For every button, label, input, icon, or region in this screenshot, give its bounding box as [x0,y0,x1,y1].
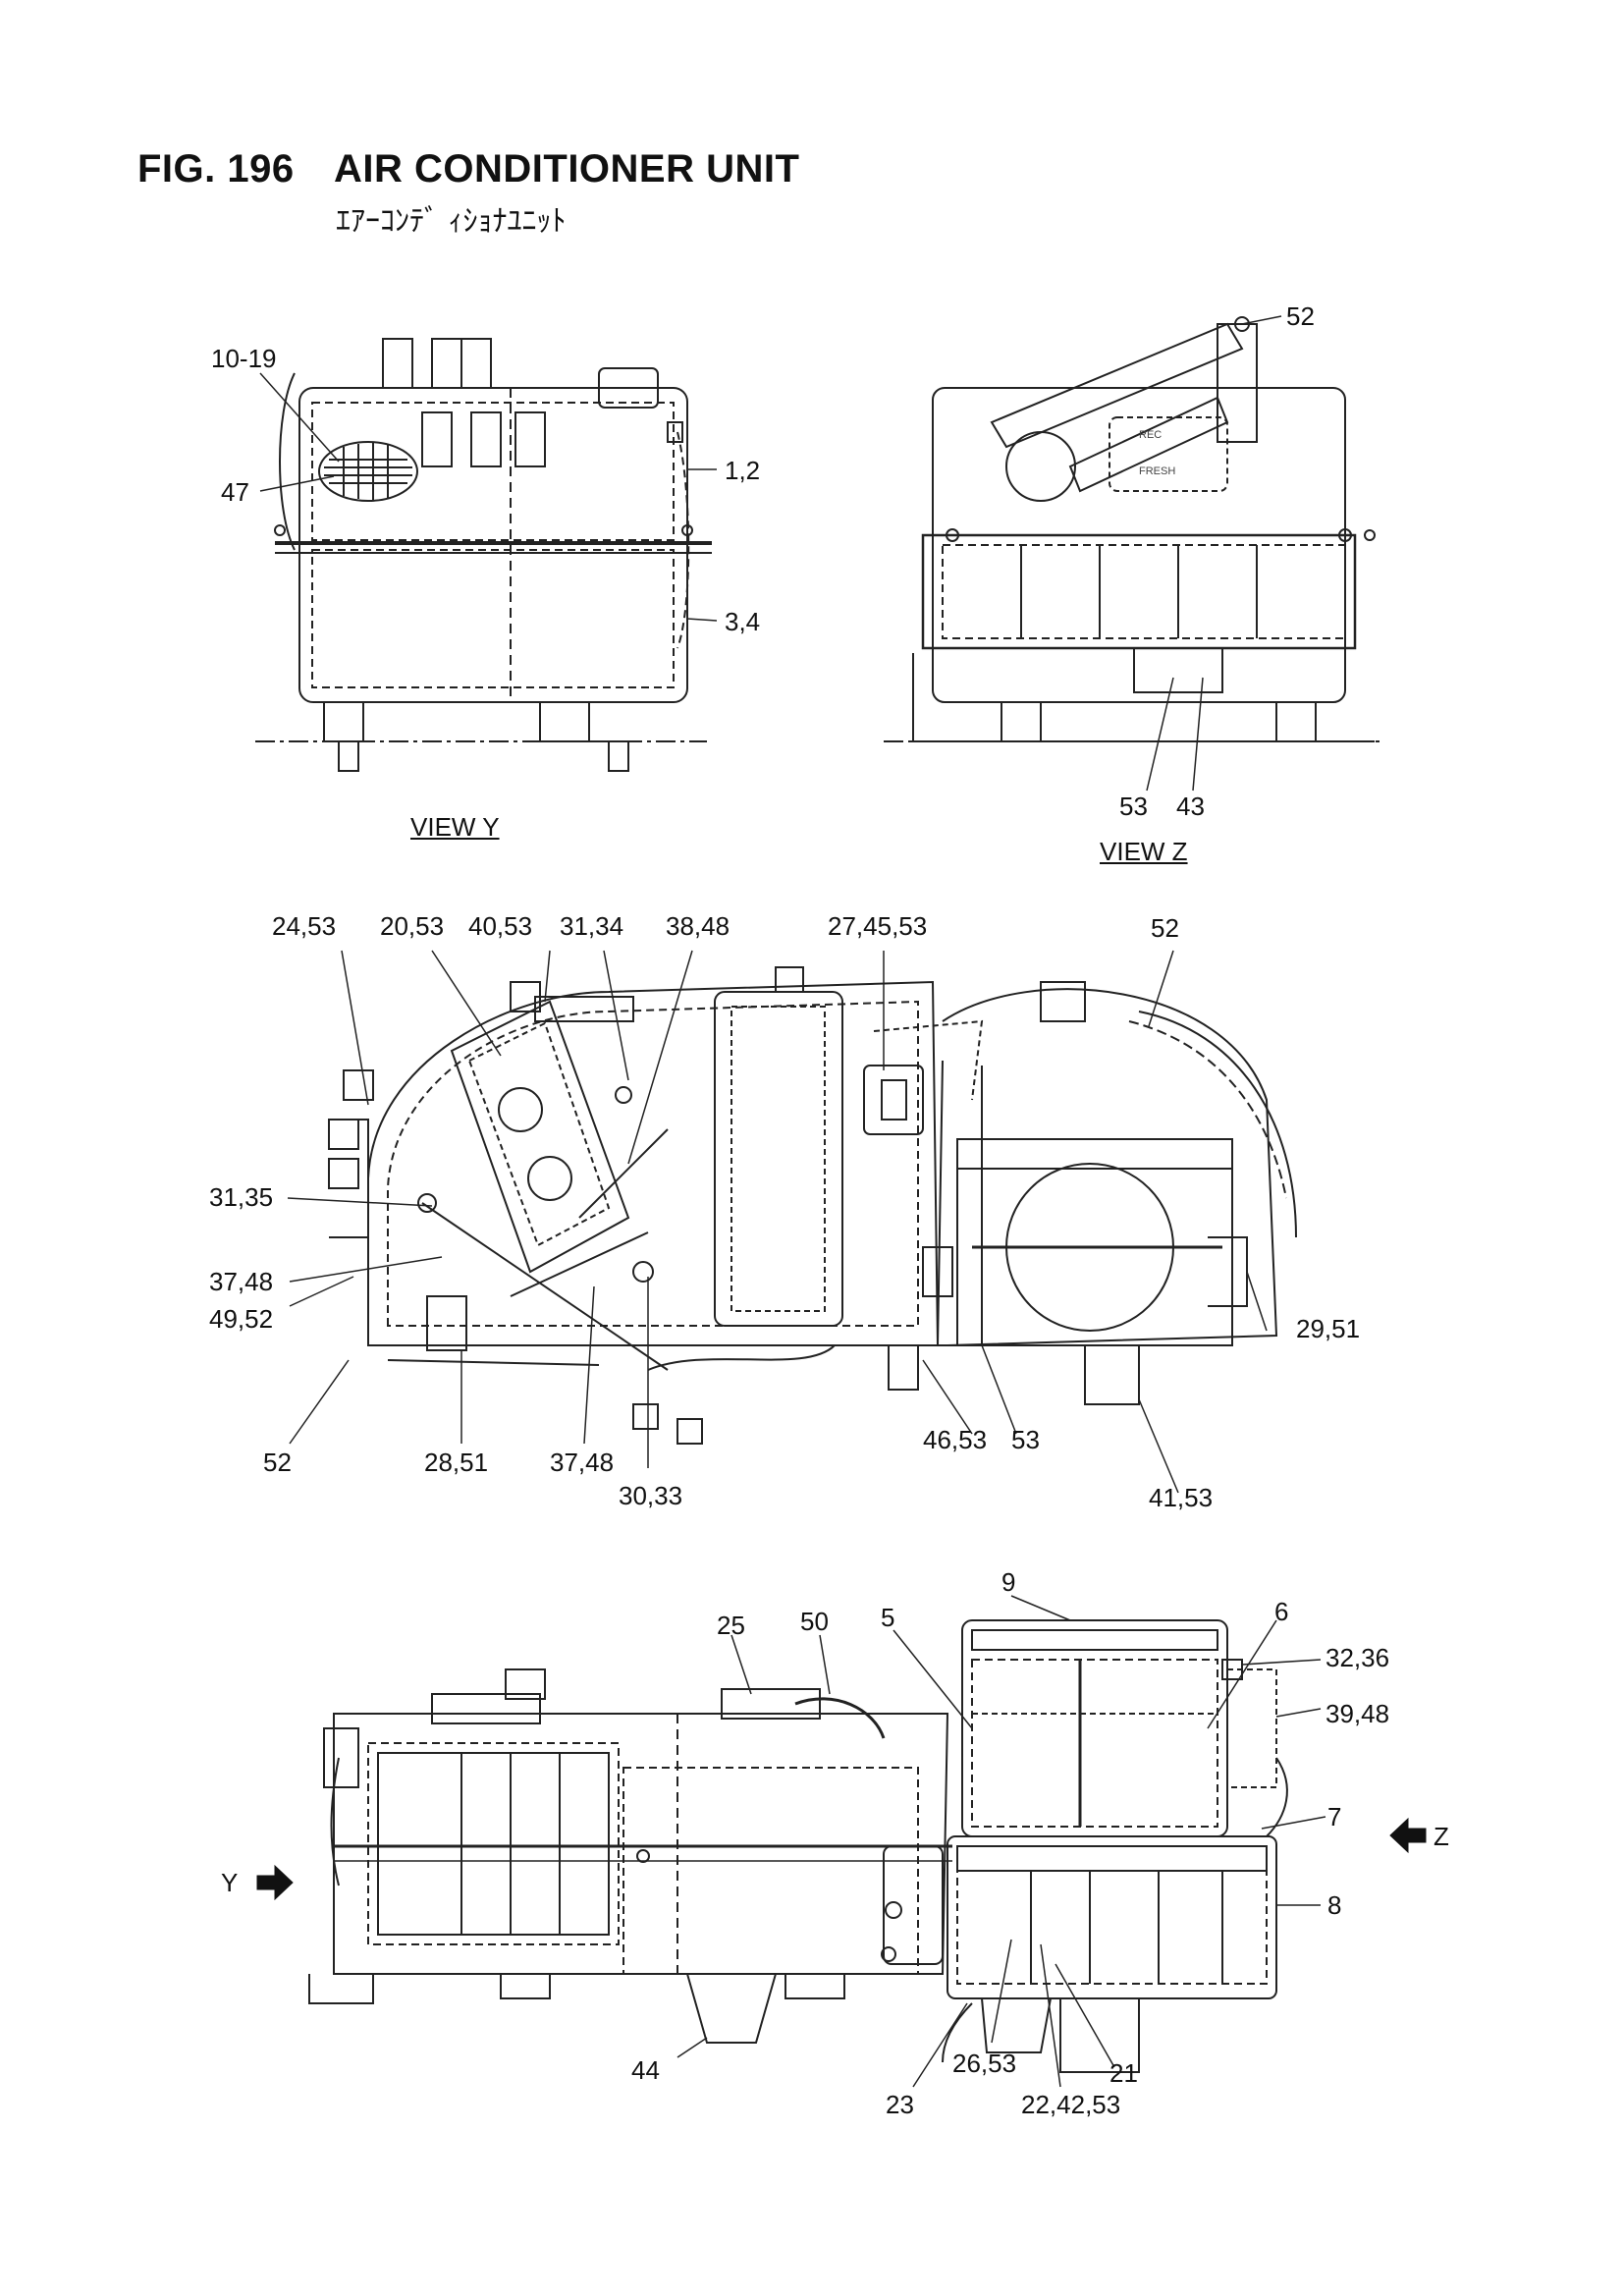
callout-23: 23 [886,2090,914,2119]
callout-43: 43 [1176,792,1205,821]
bottom-fan-case [947,1835,1277,1999]
marker-z-label: Z [1434,1822,1449,1851]
callout-47: 47 [221,477,249,507]
callout-53-mid: 53 [1011,1425,1040,1454]
callout-27-45-53: 27,45,53 [828,911,928,941]
view-z-link-rod [990,322,1244,449]
middle-left-housing [367,980,940,1346]
callout-37-48-b: 37,48 [550,1448,615,1477]
bottom-pipe-25 [721,1688,821,1720]
callout-49-52: 49,52 [209,1304,274,1334]
bottom-evaporator-window [367,1742,620,1945]
callout-52-mid: 52 [1151,913,1179,943]
bottom-hose-50 [794,1697,886,1739]
marker-y-label: Y [221,1868,239,1897]
callout-30-33: 30,33 [619,1481,683,1510]
callout-31-34: 31,34 [560,911,624,941]
callout-37-48-a: 37,48 [209,1267,274,1296]
callout-25: 25 [717,1611,745,1640]
callout-21: 21 [1109,2058,1138,2088]
callout-20-53: 20,53 [380,911,445,941]
callout-44: 44 [631,2055,660,2085]
callout-22-42-53: 22,42,53 [1021,2090,1121,2119]
rec-label: REC [1139,429,1163,441]
middle-blower-outlet [1084,1344,1140,1405]
middle-heater-core [714,991,843,1327]
bottom-drain-44 [686,1973,777,2044]
callout-53-view-z: 53 [1119,792,1148,821]
callout-40-53: 40,53 [468,911,533,941]
callout-32-36: 32,36 [1325,1643,1390,1672]
callout-9: 9 [1001,1567,1016,1597]
callout-41-53: 41,53 [1149,1483,1214,1512]
figure-title: FIG. 196 AIR CONDITIONER UNIT [137,147,799,191]
bottom-valve-block [883,1845,944,1965]
view-z-caption: VIEW Z [1100,837,1188,866]
figure-name: AIR CONDITIONER UNIT [334,147,800,191]
view-z-rec-fresh-panel [1109,416,1228,492]
figure-number: FIG. 196 [137,147,295,191]
arrow-y-marker [256,1864,294,1901]
callout-26-53: 26,53 [952,2049,1017,2078]
view-y-pipe-1 [382,338,413,389]
middle-expansion-valve [863,1065,924,1135]
bottom-blower-case [961,1619,1228,1837]
callout-46-53: 46,53 [923,1425,988,1454]
view-y-upper-case [311,402,675,541]
callout-3-4: 3,4 [725,607,761,636]
callout-28-51: 28,51 [424,1448,489,1477]
middle-blower-box [956,1138,1233,1346]
view-y-drawing [255,338,718,772]
callout-31-35: 31,35 [209,1182,274,1212]
middle-mode-door [450,1000,630,1274]
callout-52-low: 52 [263,1448,292,1477]
arrow-z-marker [1389,1817,1427,1854]
view-y-caption: VIEW Y [410,812,500,842]
figure-subtitle-jp: ｴｱｰｺﾝﾃﾞ ｨｼｮﾅﾕﾆｯﾄ [336,204,567,239]
callout-6: 6 [1274,1597,1289,1626]
callout-8: 8 [1327,1890,1342,1920]
bottom-actuator-39 [1226,1668,1277,1788]
callout-10-19: 10-19 [211,344,277,373]
bottom-view-drawing [256,1595,1427,2088]
middle-actuator [426,1295,467,1351]
bottom-left-housing [333,1713,949,1975]
callout-39-48: 39,48 [1325,1699,1390,1728]
callout-7: 7 [1327,1802,1342,1831]
callout-52-top: 52 [1286,301,1315,331]
callout-29-51: 29,51 [1296,1314,1361,1343]
view-y-lower-case [311,549,675,688]
callout-38-48: 38,48 [666,911,730,941]
view-z-drawing [884,315,1384,792]
view-y-evaporator-core [318,441,418,502]
middle-view-drawing [287,950,1297,1494]
view-y-side-hose [279,372,296,551]
middle-blower-housing [942,988,1278,1346]
view-z-blower-band [921,533,1357,650]
fresh-label: FRESH [1139,465,1176,477]
callout-5: 5 [881,1603,895,1632]
callout-1-2: 1,2 [725,456,761,485]
callout-24-53: 24,53 [272,911,337,941]
callout-50: 50 [800,1607,829,1636]
